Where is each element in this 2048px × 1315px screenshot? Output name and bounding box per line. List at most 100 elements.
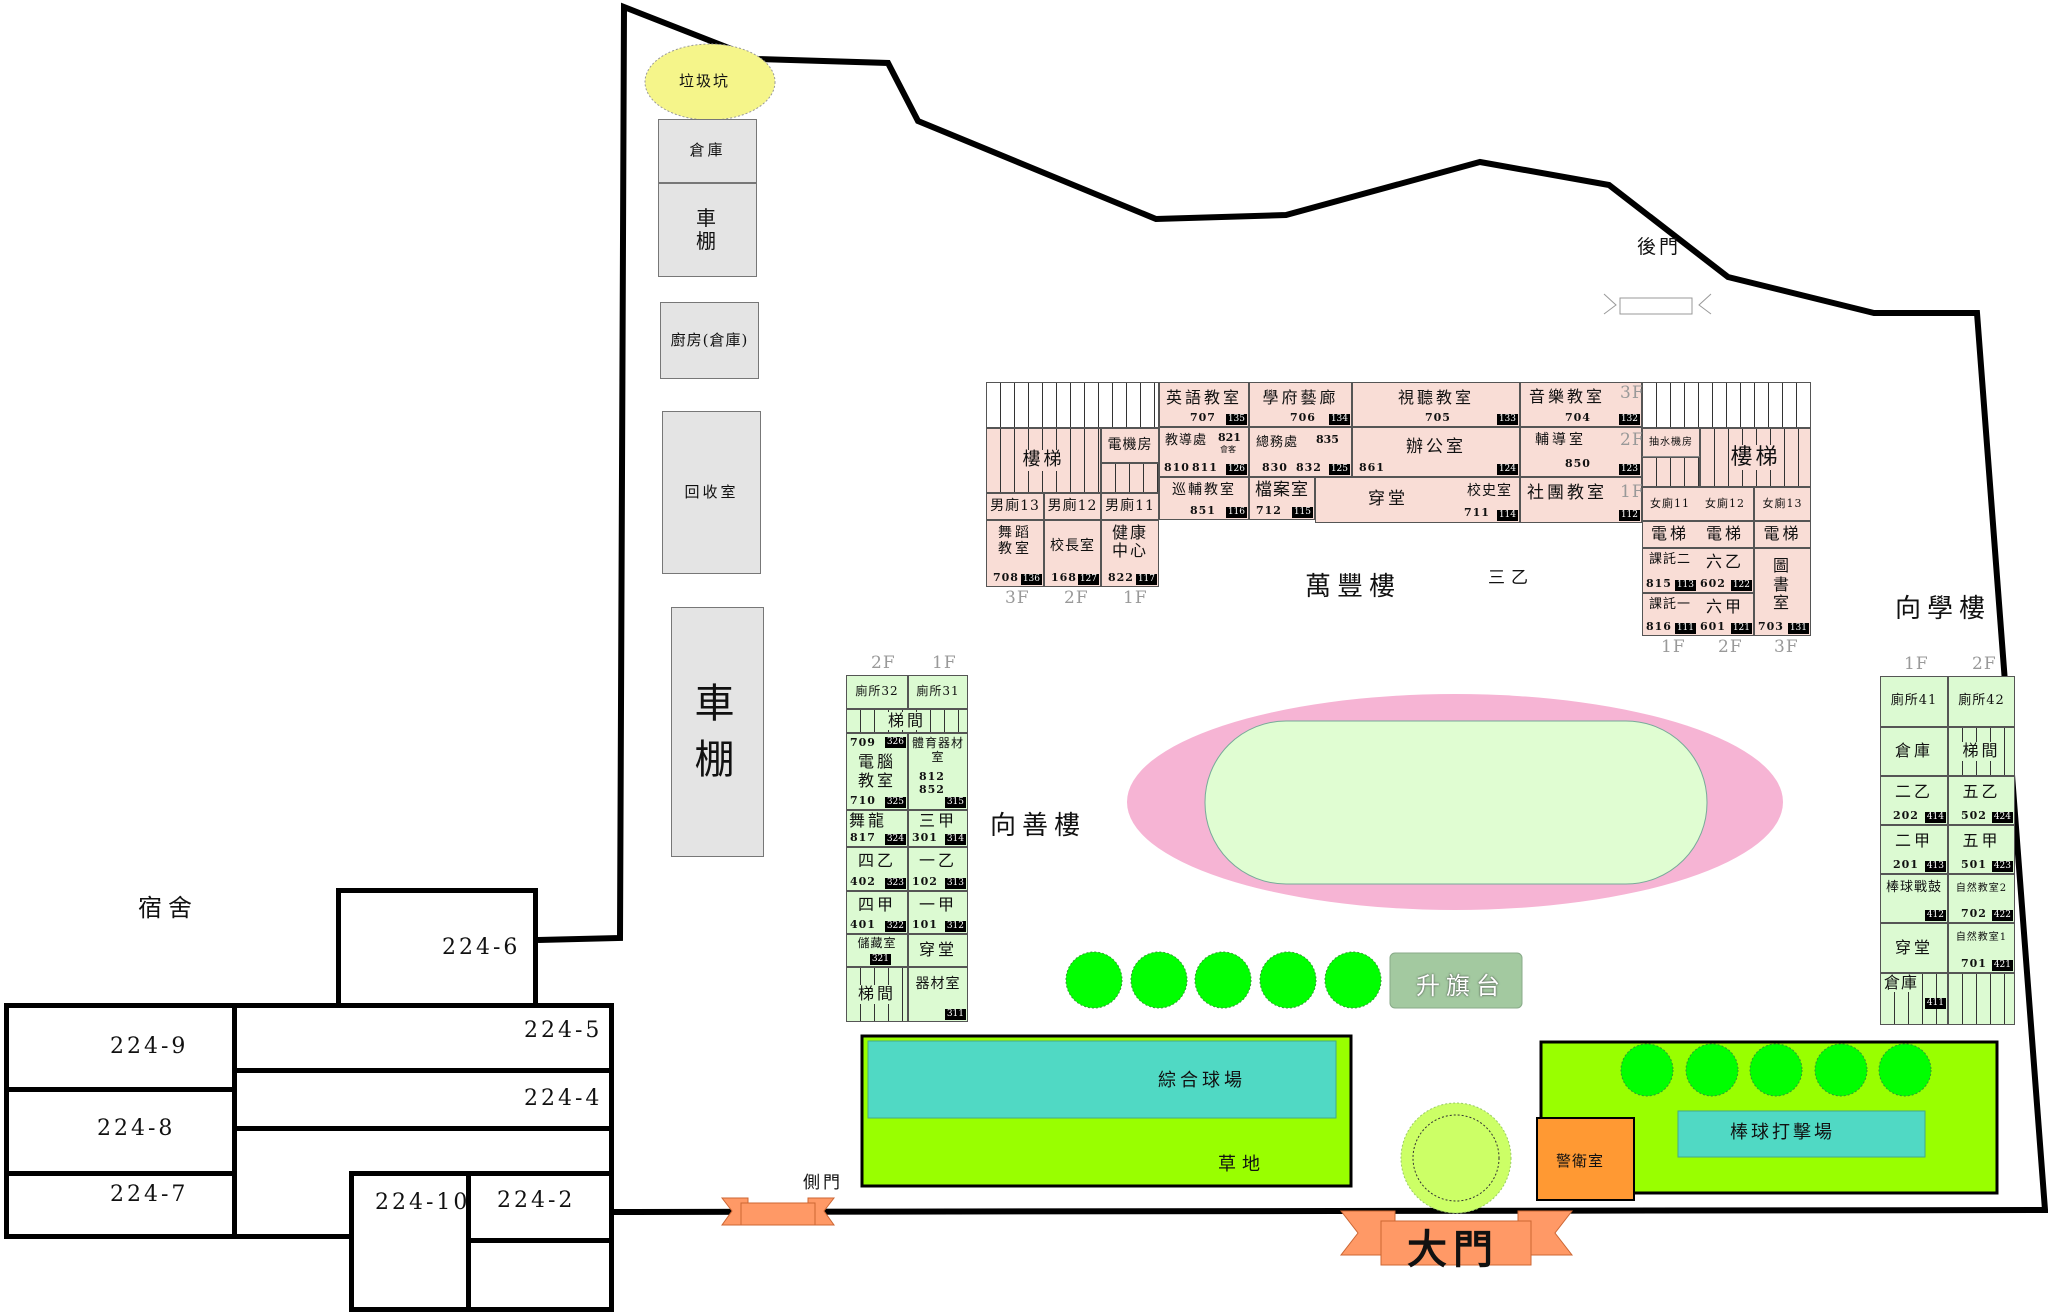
room-label: 四乙 xyxy=(857,851,896,870)
side-gate-label[interactable]: 側門 xyxy=(803,1173,843,1193)
back-gate-label[interactable]: 後門 xyxy=(1637,236,1682,258)
room-label: 四甲 xyxy=(857,895,896,914)
stairwell-top: 梯間 xyxy=(846,709,968,733)
boys-restroom-12: 男廁12 xyxy=(1044,493,1101,520)
grass-label: 草地 xyxy=(1218,1154,1266,1175)
floor-label: 2F xyxy=(1620,430,1645,450)
room-number: 709 xyxy=(850,736,876,749)
restroom-31: 廁所31 xyxy=(908,675,968,709)
room-label: 倉庫 xyxy=(689,141,726,160)
restroom-32: 廁所32 xyxy=(846,675,908,709)
room-badge: 112 xyxy=(1618,510,1640,521)
side-gate-ribbon xyxy=(720,1197,836,1226)
room-label: 棒球戰鼓 xyxy=(1885,880,1942,895)
dorm-label-224-6: 224-6 xyxy=(442,935,521,960)
room-label: 穿堂 xyxy=(918,940,957,960)
room-label: 抽水機房 xyxy=(1649,436,1693,448)
room-label: 六甲 xyxy=(1705,597,1744,616)
batting-cage-label: 棒球打擊場 xyxy=(1730,1122,1835,1143)
room-label: 廁所31 xyxy=(916,684,960,699)
dorm-label-224-7: 224-7 xyxy=(110,1182,189,1207)
stair-roof-left xyxy=(986,382,1159,428)
elevator[interactable]: 電梯 xyxy=(1642,521,1697,548)
room-badge: 411 xyxy=(1924,998,1946,1009)
room-label: 樓梯 xyxy=(1730,444,1781,471)
guard-room-label: 警衛室 xyxy=(1556,1152,1605,1170)
room-label: 舞蹈教室 xyxy=(998,525,1032,558)
room-number: 835 xyxy=(1316,433,1339,446)
room-badge: 136 xyxy=(1020,574,1042,585)
room-badge: 314 xyxy=(944,834,966,845)
room-badge: 421 xyxy=(1991,960,2013,971)
track-field xyxy=(1204,720,1708,885)
fountain-inner xyxy=(1412,1114,1500,1202)
room-note: 會客 xyxy=(1220,445,1236,454)
dorm-label-224-5: 224-5 xyxy=(524,1018,603,1043)
bike-shed-large: 車棚 xyxy=(671,607,764,857)
room-badge: 311 xyxy=(944,1009,966,1020)
room-label: 梯間 xyxy=(887,710,926,731)
room-label: 體育器材室 xyxy=(911,736,964,764)
boys-restroom-11: 男廁11 xyxy=(1101,493,1159,520)
elevator[interactable]: 電梯 xyxy=(1754,521,1811,548)
room-badge: 323 xyxy=(884,878,906,889)
main-gate-ribbon xyxy=(1339,1210,1574,1266)
dorm-label-224-2: 224-2 xyxy=(497,1188,576,1213)
tree-icon xyxy=(1878,1043,1932,1097)
elevator[interactable]: 電梯 xyxy=(1697,521,1754,548)
room-label: 舞龍 xyxy=(849,811,888,830)
room-label: 女廁11 xyxy=(1650,496,1690,510)
floor-label: 1F xyxy=(1661,637,1686,657)
tree-icon xyxy=(1324,951,1382,1009)
court-label: 綜合球場 xyxy=(1158,1070,1246,1091)
main-gate-label[interactable]: 大門 xyxy=(1407,1226,1499,1273)
room-number: 850 xyxy=(1565,457,1591,470)
restroom-42: 廁所42 xyxy=(1948,676,2015,727)
room-label: 總務處 xyxy=(1256,435,1299,450)
room-number: 706 xyxy=(1290,411,1316,424)
room-badge: 132 xyxy=(1618,414,1640,425)
class-3b-label: 三乙 xyxy=(1488,568,1534,588)
restroom-41: 廁所41 xyxy=(1880,676,1948,727)
floor-label: 2F xyxy=(1064,588,1089,608)
room-number: 816 xyxy=(1646,620,1672,633)
garbage-pit-label: 垃圾坑 xyxy=(679,72,731,90)
room-label: 樓梯 xyxy=(1022,449,1065,471)
